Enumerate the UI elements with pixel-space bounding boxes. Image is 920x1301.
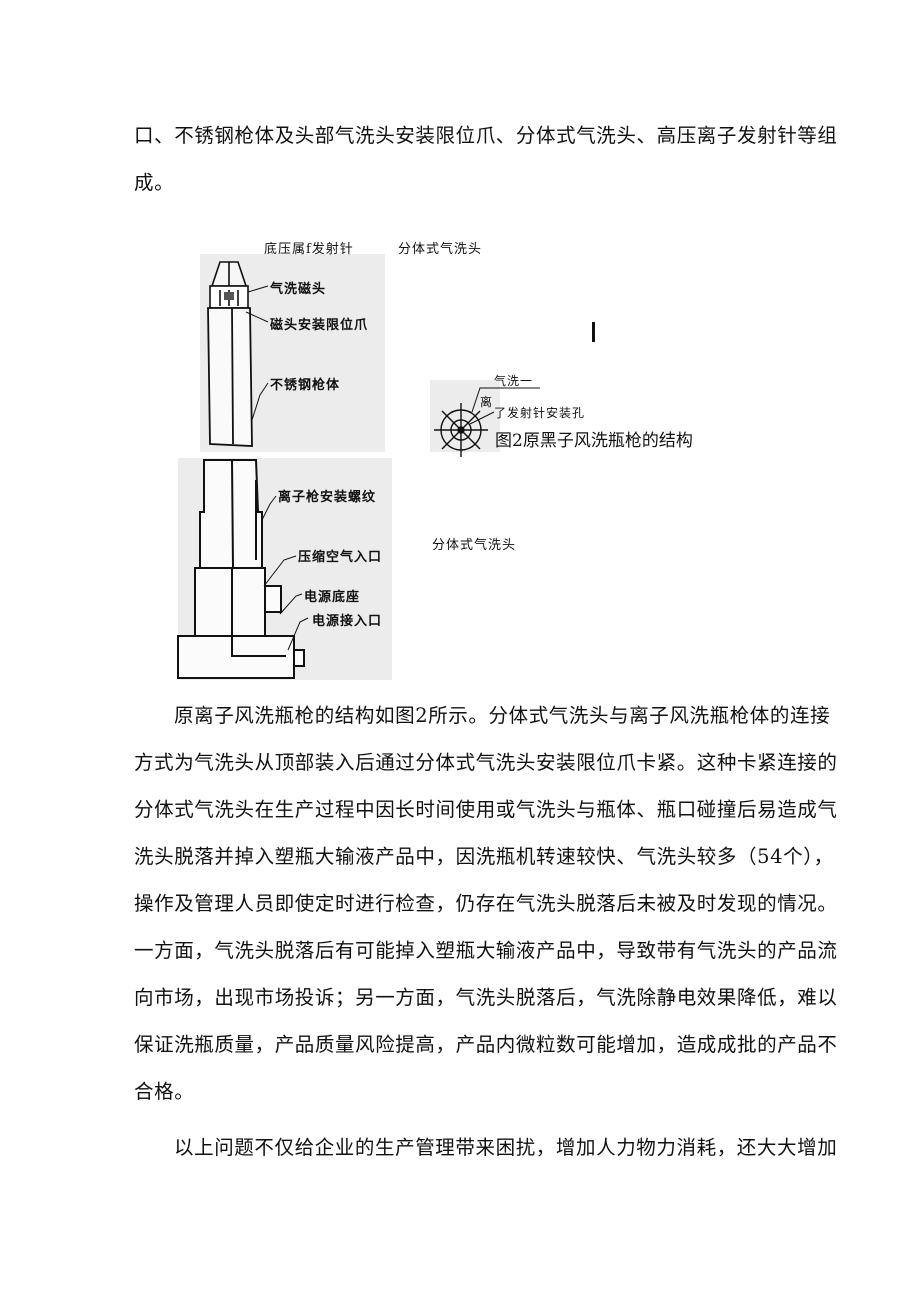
- text-line: 以上问题不仅给企业的生产管理带来困扰，增加人力物力消耗，还大大增加: [174, 1136, 838, 1159]
- label-detail-needle-hole: 了发射针安装孔: [494, 406, 586, 420]
- figure-caption: 图2原黑子风洗瓶枪的结构: [495, 431, 693, 451]
- label-detail-gas: 气洗一: [494, 374, 534, 388]
- label-split-head-side: 分体式气洗头: [432, 538, 517, 553]
- body-paragraph-2: 以上问题不仅给企业的生产管理带来困扰，增加人力物力消耗，还大大增加: [134, 1124, 838, 1171]
- label-air-inlet: 压缩空气入口: [298, 550, 383, 565]
- text-line: 操作及管理人员即使定时进行检查，仍存在气洗头脱落后未被及时发现的情况。: [134, 892, 838, 915]
- text-line: 一方面，气洗头脱落后有可能掉入塑瓶大输液产品中，导致带有气洗头的产品流: [134, 939, 838, 962]
- text-line: 方式为气洗头从顶部装入后通过分体式气洗头安装限位爪卡紧。这种卡紧连接的: [134, 751, 838, 774]
- text-line: 合格。: [134, 1080, 195, 1103]
- body-paragraph-1: 原离子风洗瓶枪的结构如图2所示。分体式气洗头与离子风洗瓶枪体的连接 方式为气洗头…: [134, 692, 838, 1115]
- label-stainless-body: 不锈钢枪体: [270, 378, 341, 393]
- label-split-head-top: 分体式气洗头: [398, 242, 483, 257]
- text-line: 口、不锈钢枪体及头部气洗头安装限位爪、分体式气洗头、高压离子发射针等组: [134, 124, 838, 147]
- detail-background: [430, 380, 500, 452]
- label-gas-wash-head: 气洗磁头: [270, 282, 327, 297]
- text-line: 保证洗瓶质量，产品质量风险提高，产品内微粒数可能增加，造成成批的产品不: [134, 1033, 838, 1056]
- ion-gun-diagram: [177, 254, 540, 680]
- upper-leader-lines: [245, 285, 269, 421]
- label-needle: 底压属f发射针: [264, 242, 354, 257]
- label-power-inlet: 电源接入口: [312, 614, 383, 629]
- lower-leader-lines: [261, 495, 309, 651]
- label-mount-thread: 离子枪安装螺纹: [278, 490, 377, 505]
- gun-base-drawing: [177, 459, 305, 679]
- gun-body-drawing: [207, 307, 253, 447]
- text-line: 成。: [134, 171, 175, 194]
- label-head-limit-claw: 磁头安装限位爪: [270, 318, 369, 333]
- figure-ion-gun-structure: 底压属f发射针 分体式气洗头 气洗磁头 磁头安装限位爪 不锈钢枪体 离子枪安装螺…: [177, 242, 693, 680]
- intro-paragraph: 口、不锈钢枪体及头部气洗头安装限位爪、分体式气洗头、高压离子发射针等组 成。: [134, 112, 838, 206]
- vertical-mark: [592, 322, 595, 342]
- text-line: 分体式气洗头在生产过程中因长时间使用或气洗头与瓶体、瓶口碰撞后易造成气: [134, 798, 838, 821]
- detail-leader-lines: [469, 387, 540, 425]
- text-line: 向市场，出现市场投诉；另一方面，气洗头脱落后，气洗除静电效果降低，难以: [134, 986, 838, 1009]
- text-line: 洗头脱落并掉入塑瓶大输液产品中，因洗瓶机转速较快、气洗头较多（54个），: [134, 845, 834, 868]
- label-power-base: 电源底座: [304, 590, 361, 605]
- label-detail-ion: 离: [480, 395, 494, 409]
- text-line: 原离子风洗瓶枪的结构如图2所示。分体式气洗头与离子风洗瓶枪体的连接: [174, 704, 831, 727]
- cross-section-drawing: [434, 403, 488, 457]
